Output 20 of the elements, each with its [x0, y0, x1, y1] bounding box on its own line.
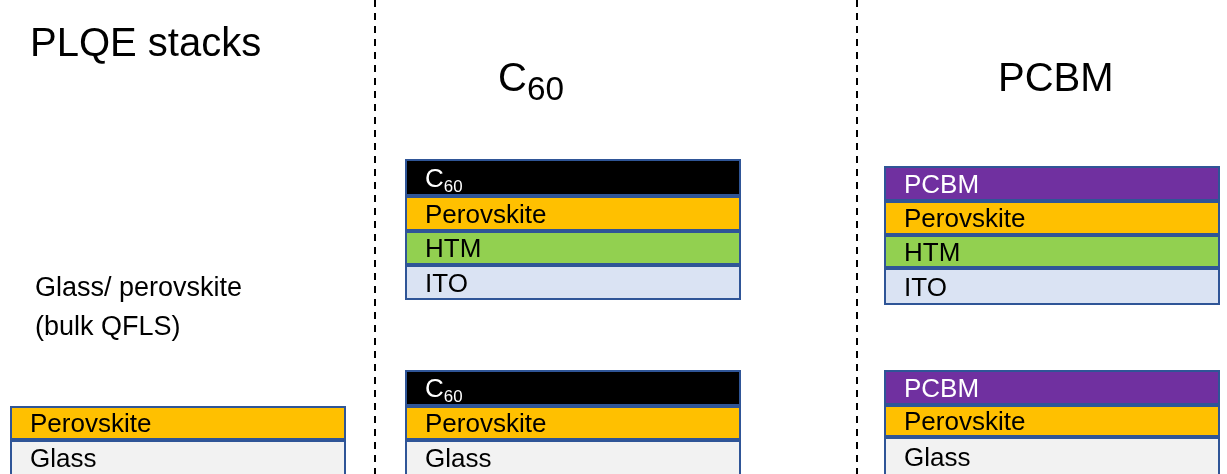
column-heading: C$_{60}$ [498, 55, 564, 108]
layer-box: Glass [884, 437, 1220, 474]
layer-box: ITO [884, 268, 1220, 305]
layer-box: C$_{60}$ [405, 370, 741, 406]
note: Glass/ perovskite (bulk QFLS) [35, 271, 244, 344]
layer-box: ITO [405, 265, 741, 300]
column-heading: PCBM [998, 55, 1114, 100]
layer-box: HTM [884, 235, 1220, 268]
layer-box: Perovskite [10, 406, 346, 440]
layer-box: Perovskite [884, 405, 1220, 437]
layer-box: Perovskite [884, 201, 1220, 235]
title: PLQE stacks [30, 20, 262, 65]
layer-box: PCBM [884, 370, 1220, 405]
layer-box: Perovskite [405, 196, 741, 231]
layer-box: Glass [405, 440, 741, 474]
layer-box: PCBM [884, 166, 1220, 201]
layer-box: C$_{60}$ [405, 159, 741, 196]
layer-box: HTM [405, 231, 741, 265]
layer-box: Perovskite [405, 406, 741, 440]
layer-box: Glass [10, 440, 346, 474]
